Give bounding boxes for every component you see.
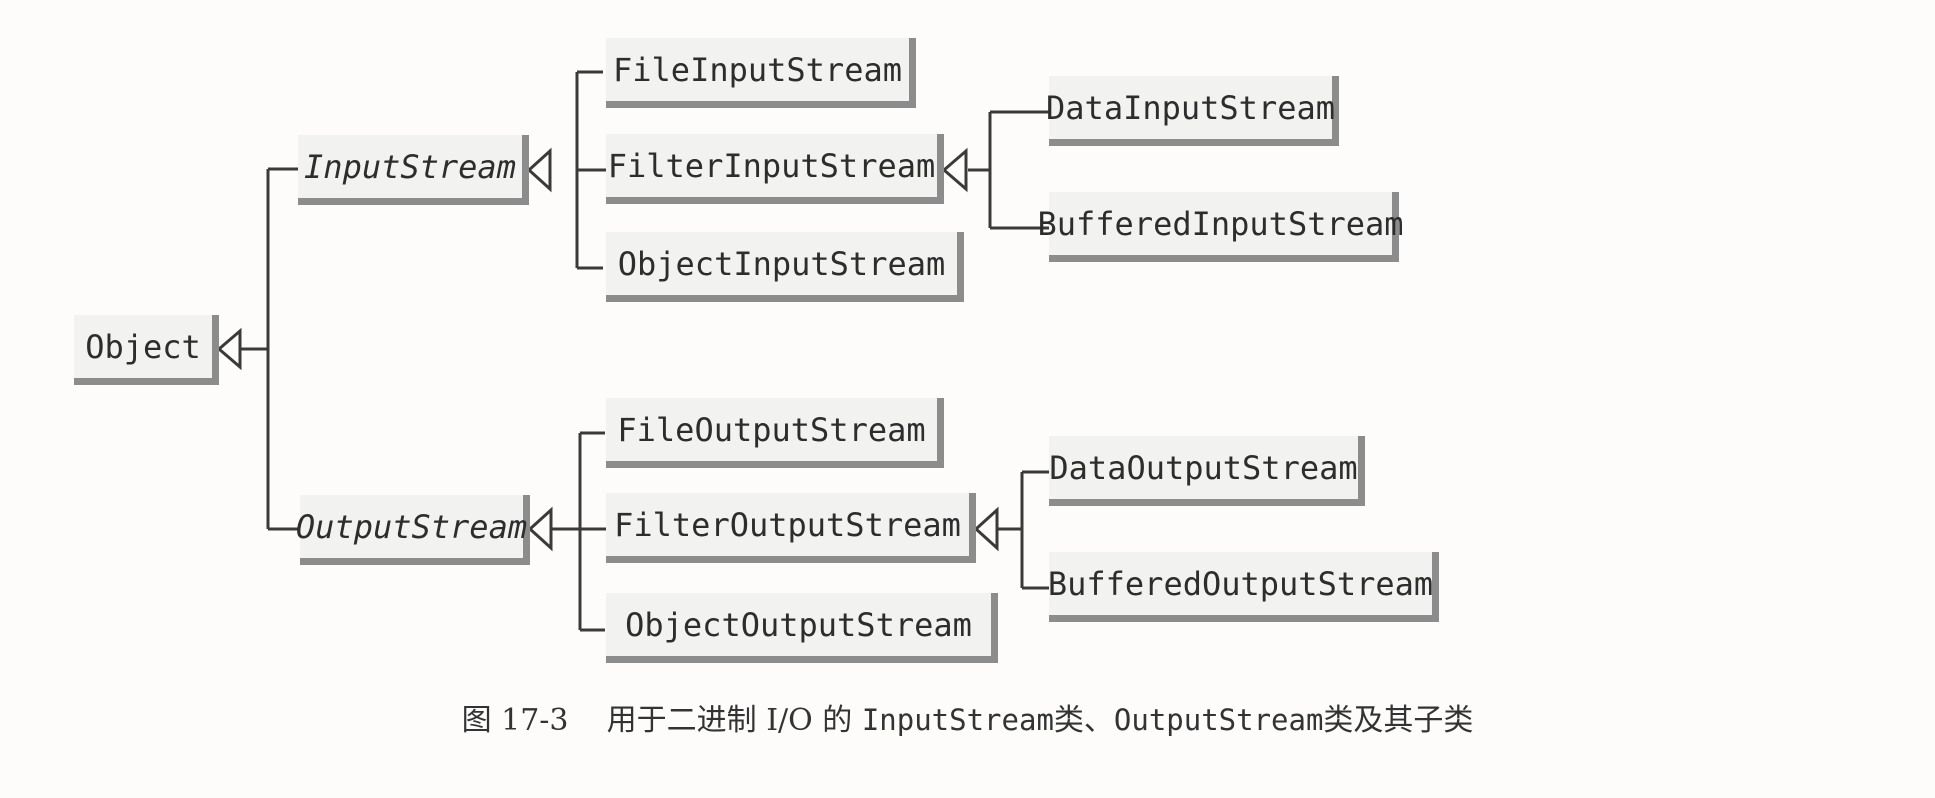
object-class-box: Object xyxy=(74,315,219,385)
fileoutputstream-class-box: FileOutputStream xyxy=(606,398,944,468)
bufferedoutputstream-class-box: BufferedOutputStream xyxy=(1048,552,1439,622)
filterinputstream-class-box: FilterInputStream xyxy=(606,134,944,204)
caption-inputstream: InputStream xyxy=(861,703,1054,737)
figure-caption: 图 17-3 用于二进制 I/O 的 InputStream类、OutputSt… xyxy=(0,695,1935,739)
filterinputstream-inheritance-triangle-icon xyxy=(941,147,968,193)
inputstream-class-box: InputStream xyxy=(298,135,529,205)
filteroutputstream-inheritance-triangle-icon xyxy=(973,506,999,552)
object-inheritance-triangle-icon xyxy=(216,327,242,371)
inheritance-connectors xyxy=(216,70,1049,632)
caption-mid: 类、 xyxy=(1053,703,1114,738)
objectoutputstream-class-box: ObjectOutputStream xyxy=(606,593,998,663)
caption-outputstream: OutputStream xyxy=(1113,703,1324,737)
outputstream-class-box: OutputStream xyxy=(296,495,530,565)
fileinputstream-class-box: FileInputStream xyxy=(606,38,916,108)
filteroutputstream-class-box: FilterOutputStream xyxy=(606,493,976,563)
objectinputstream-class-box: ObjectInputStream xyxy=(606,232,964,302)
caption-prefix: 用于二进制 I/O 的 xyxy=(606,703,853,738)
inputstream-inheritance-triangle-icon xyxy=(526,147,552,193)
bufferedinputstream-class-box: BufferedInputStream xyxy=(1037,192,1404,262)
dataoutputstream-class-box: DataOutputStream xyxy=(1049,436,1365,506)
caption-suffix: 类及其子类 xyxy=(1323,703,1474,738)
outputstream-inheritance-triangle-icon xyxy=(527,506,553,552)
datainputstream-class-box: DataInputStream xyxy=(1046,76,1339,146)
figure-number: 图 17-3 xyxy=(461,703,569,738)
